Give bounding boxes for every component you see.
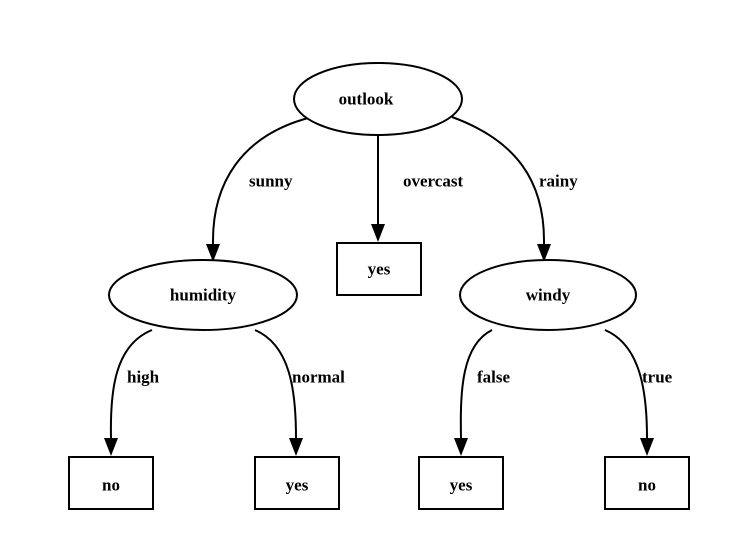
edge-windy-false xyxy=(454,329,493,456)
edge-label-high: high xyxy=(127,368,160,387)
leaf-label-yes-normal: yes xyxy=(286,476,309,495)
leaf-yes-overcast: yes xyxy=(336,242,422,296)
edge-outlook-sunny xyxy=(206,116,313,262)
edge-outlook-rainy xyxy=(451,116,551,262)
edge-humidity-high xyxy=(104,329,153,456)
edge-label-rainy: rainy xyxy=(539,172,578,191)
node-label-outlook: outlook xyxy=(339,90,394,109)
edge-label-false: false xyxy=(477,368,511,387)
edge-humidity-normal xyxy=(254,329,303,456)
node-label-humidity: humidity xyxy=(170,286,237,305)
leaf-no-high: no xyxy=(68,456,154,510)
edge-label-sunny: sunny xyxy=(249,172,293,191)
edge-outlook-overcast xyxy=(371,134,385,242)
edge-label-overcast: overcast xyxy=(403,172,463,191)
leaf-no-true: no xyxy=(604,456,690,510)
leaf-yes-normal: yes xyxy=(254,456,340,510)
edge-label-true: true xyxy=(642,368,673,387)
node-outlook: outlook xyxy=(293,62,463,136)
leaf-yes-false: yes xyxy=(418,456,504,510)
node-windy: windy xyxy=(459,259,637,331)
node-humidity: humidity xyxy=(108,259,298,331)
leaf-label-no-true: no xyxy=(638,476,656,495)
leaf-label-yes-overcast: yes xyxy=(368,260,391,279)
leaf-label-no-high: no xyxy=(102,476,120,495)
leaf-label-yes-false: yes xyxy=(450,476,473,495)
edge-windy-true xyxy=(604,329,654,456)
edge-label-normal: normal xyxy=(292,368,345,387)
node-label-windy: windy xyxy=(526,286,571,305)
